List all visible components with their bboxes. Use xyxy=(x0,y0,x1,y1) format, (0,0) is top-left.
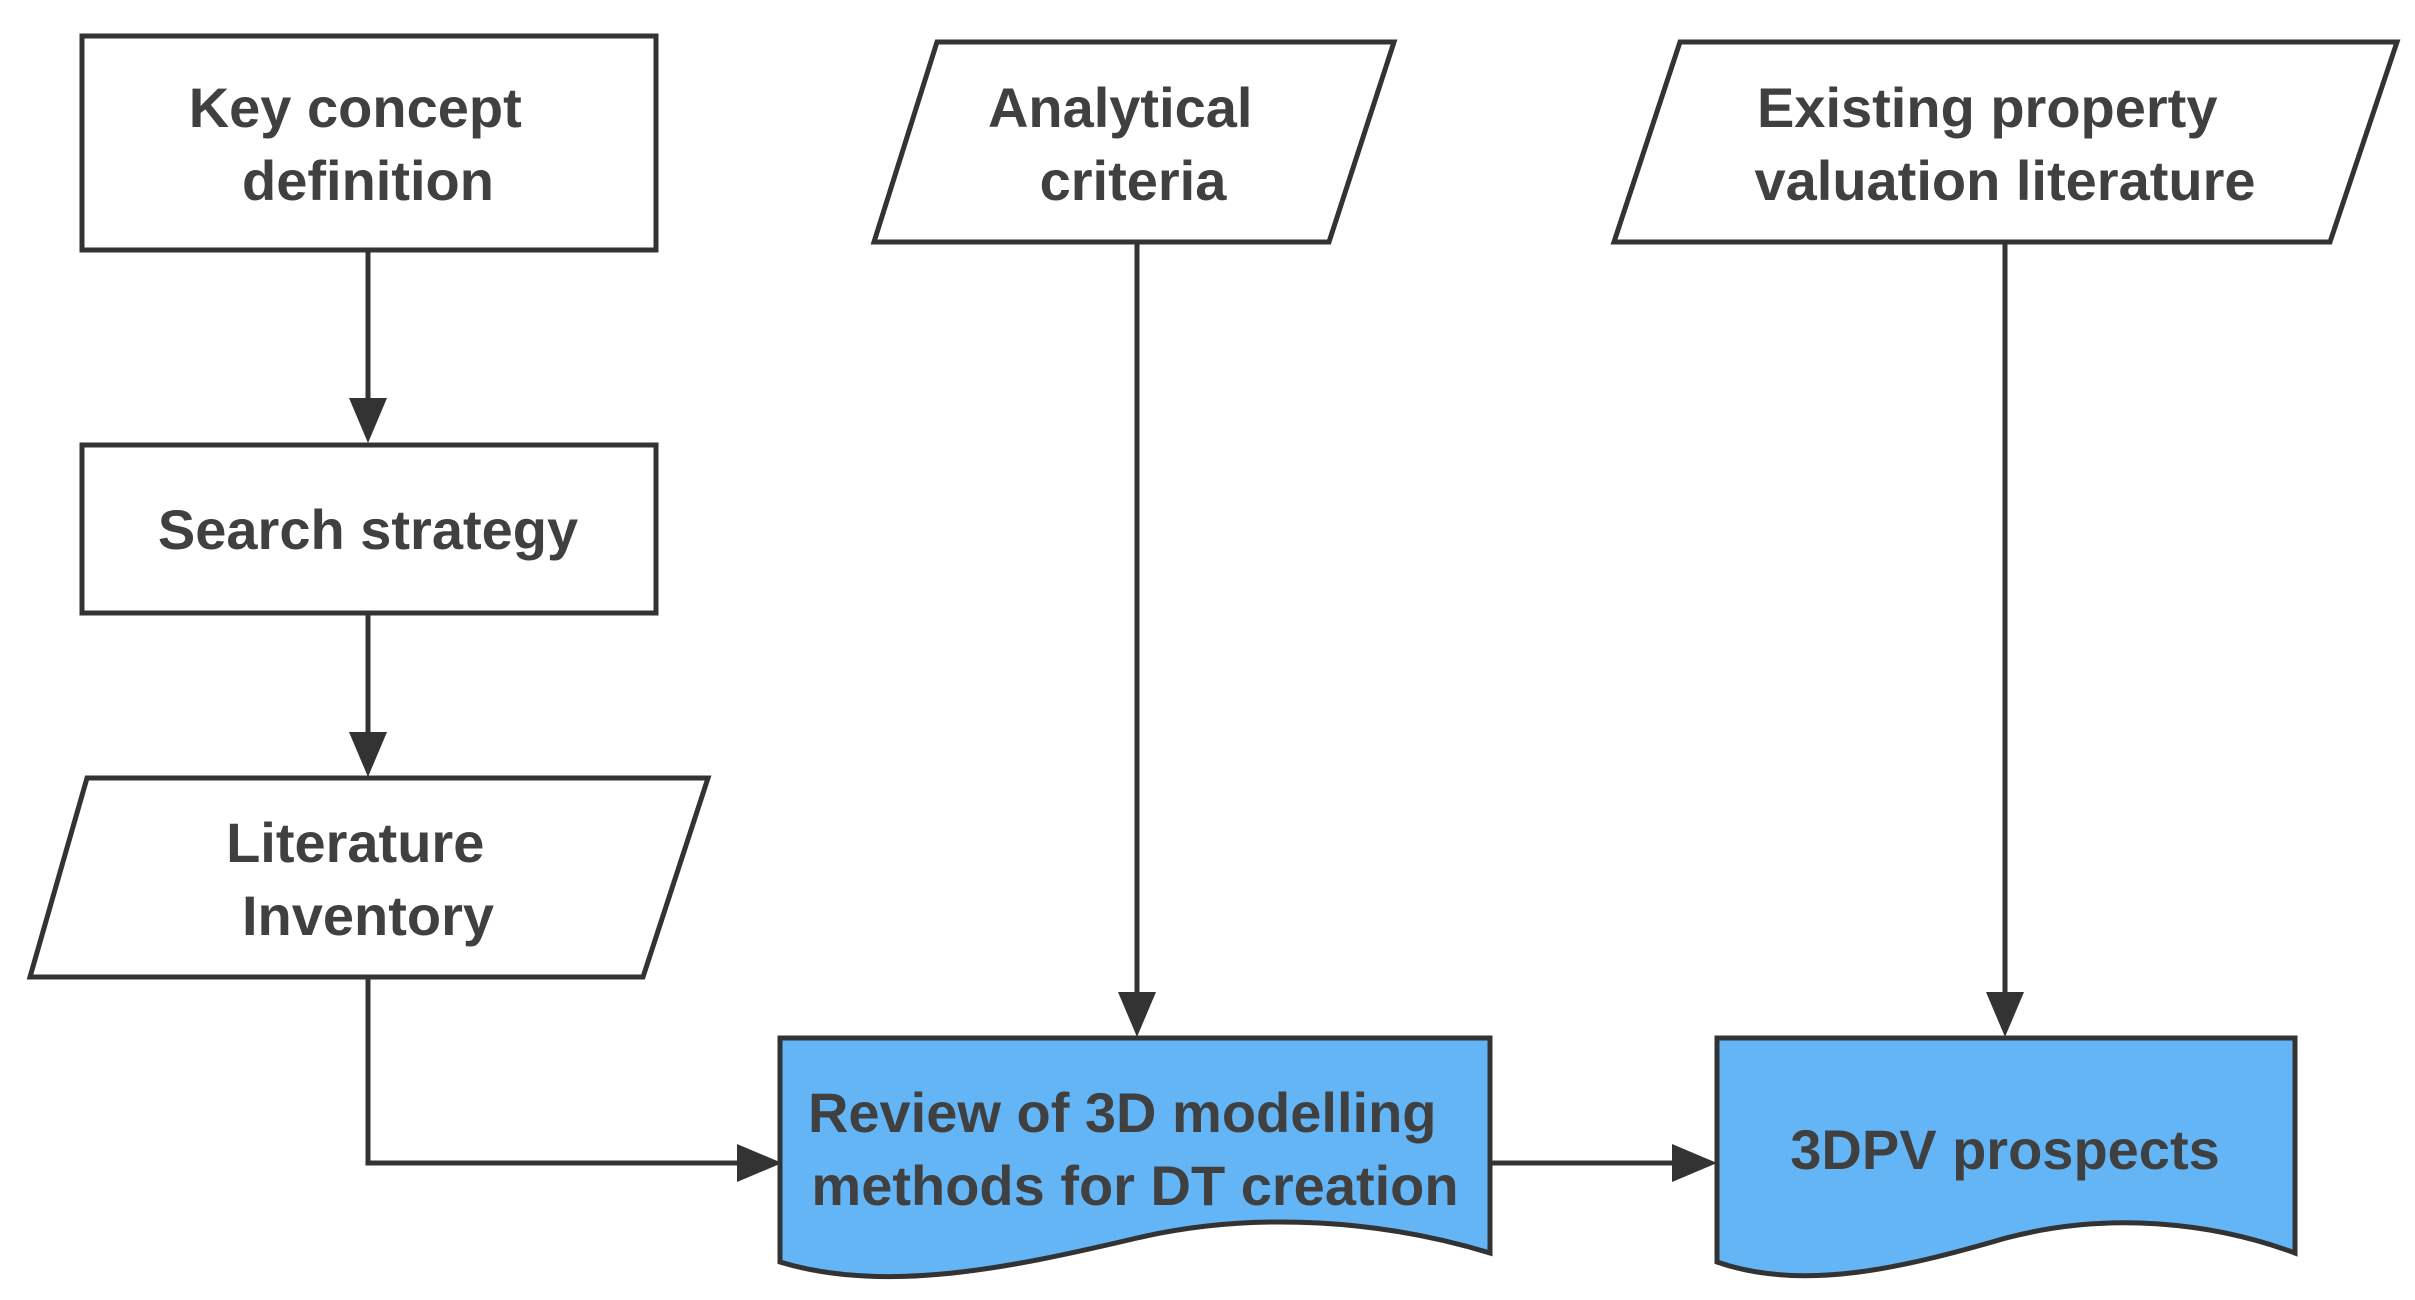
svg-text:Analytical criteria: Analytical criteria xyxy=(988,76,1268,212)
svg-text:Search strategy: Search strategy xyxy=(158,498,578,561)
node-label-line: 3DPV prospects xyxy=(1790,1118,2220,1181)
connectors xyxy=(349,242,2024,1182)
node-literature-inventory: Literature Inventory xyxy=(26,775,712,980)
svg-text:Literature Inventory: Literature Inventory xyxy=(226,811,500,947)
node-3dpv-prospects: 3DPV prospects xyxy=(1714,1035,2298,1279)
edge-search-strategy-to-literature-inventory xyxy=(349,613,387,777)
arrowhead xyxy=(737,1144,782,1182)
edge-analytical-criteria-to-review xyxy=(1118,242,1156,1037)
edge-key-concept-to-search-strategy xyxy=(349,250,387,443)
node-search-strategy: Search strategy xyxy=(79,442,659,616)
svg-text:Key concept definition: Key concept definition xyxy=(189,76,538,212)
node-label-line: Existing property xyxy=(1757,76,2218,139)
node-label-line: methods for DT creation xyxy=(811,1154,1458,1217)
document-shape xyxy=(777,1035,1493,1280)
document-shape xyxy=(1714,1035,2298,1279)
arrowhead xyxy=(349,732,387,777)
node-label-line: Analytical xyxy=(988,76,1253,139)
arrowhead xyxy=(1118,992,1156,1037)
process-box xyxy=(79,33,659,253)
arrowhead xyxy=(349,398,387,443)
arrowhead xyxy=(1986,992,2024,1037)
arrowhead xyxy=(1672,1144,1717,1182)
node-label-line: Literature xyxy=(226,811,484,874)
node-label-line: definition xyxy=(242,149,494,212)
data-parallelogram xyxy=(870,39,1398,245)
node-existing-property-valuation-literature: Existing property valuation literature xyxy=(1610,39,2401,245)
data-parallelogram xyxy=(26,775,712,980)
node-label-line: valuation literature xyxy=(1754,149,2255,212)
node-label-line: criteria xyxy=(1040,149,1228,212)
svg-text:Existing property valuat: Existing property valuation literature xyxy=(1754,76,2255,212)
node-key-concept-definition: Key concept definition xyxy=(79,33,659,253)
node-analytical-criteria: Analytical criteria xyxy=(870,39,1398,245)
svg-text:3DPV prospects: 3DPV prospects xyxy=(1790,1118,2220,1181)
data-parallelogram xyxy=(1610,39,2401,245)
edge-review-to-prospects xyxy=(1492,1144,1717,1182)
process-box xyxy=(79,442,659,616)
node-label-line: Review of 3D modelling xyxy=(808,1081,1437,1144)
node-review-of-3d-modelling-methods: Review of 3D modelling methods for DT cr… xyxy=(777,1035,1493,1280)
node-label-line: Key concept xyxy=(189,76,522,139)
node-label-line: Search strategy xyxy=(158,498,578,561)
edge-existing-literature-to-prospects xyxy=(1986,242,2024,1037)
svg-text:Review of 3D modelling m: Review of 3D modelling methods for DT cr… xyxy=(808,1081,1459,1217)
node-label-line: Inventory xyxy=(242,884,494,947)
edge-literature-inventory-to-review xyxy=(365,978,782,1182)
